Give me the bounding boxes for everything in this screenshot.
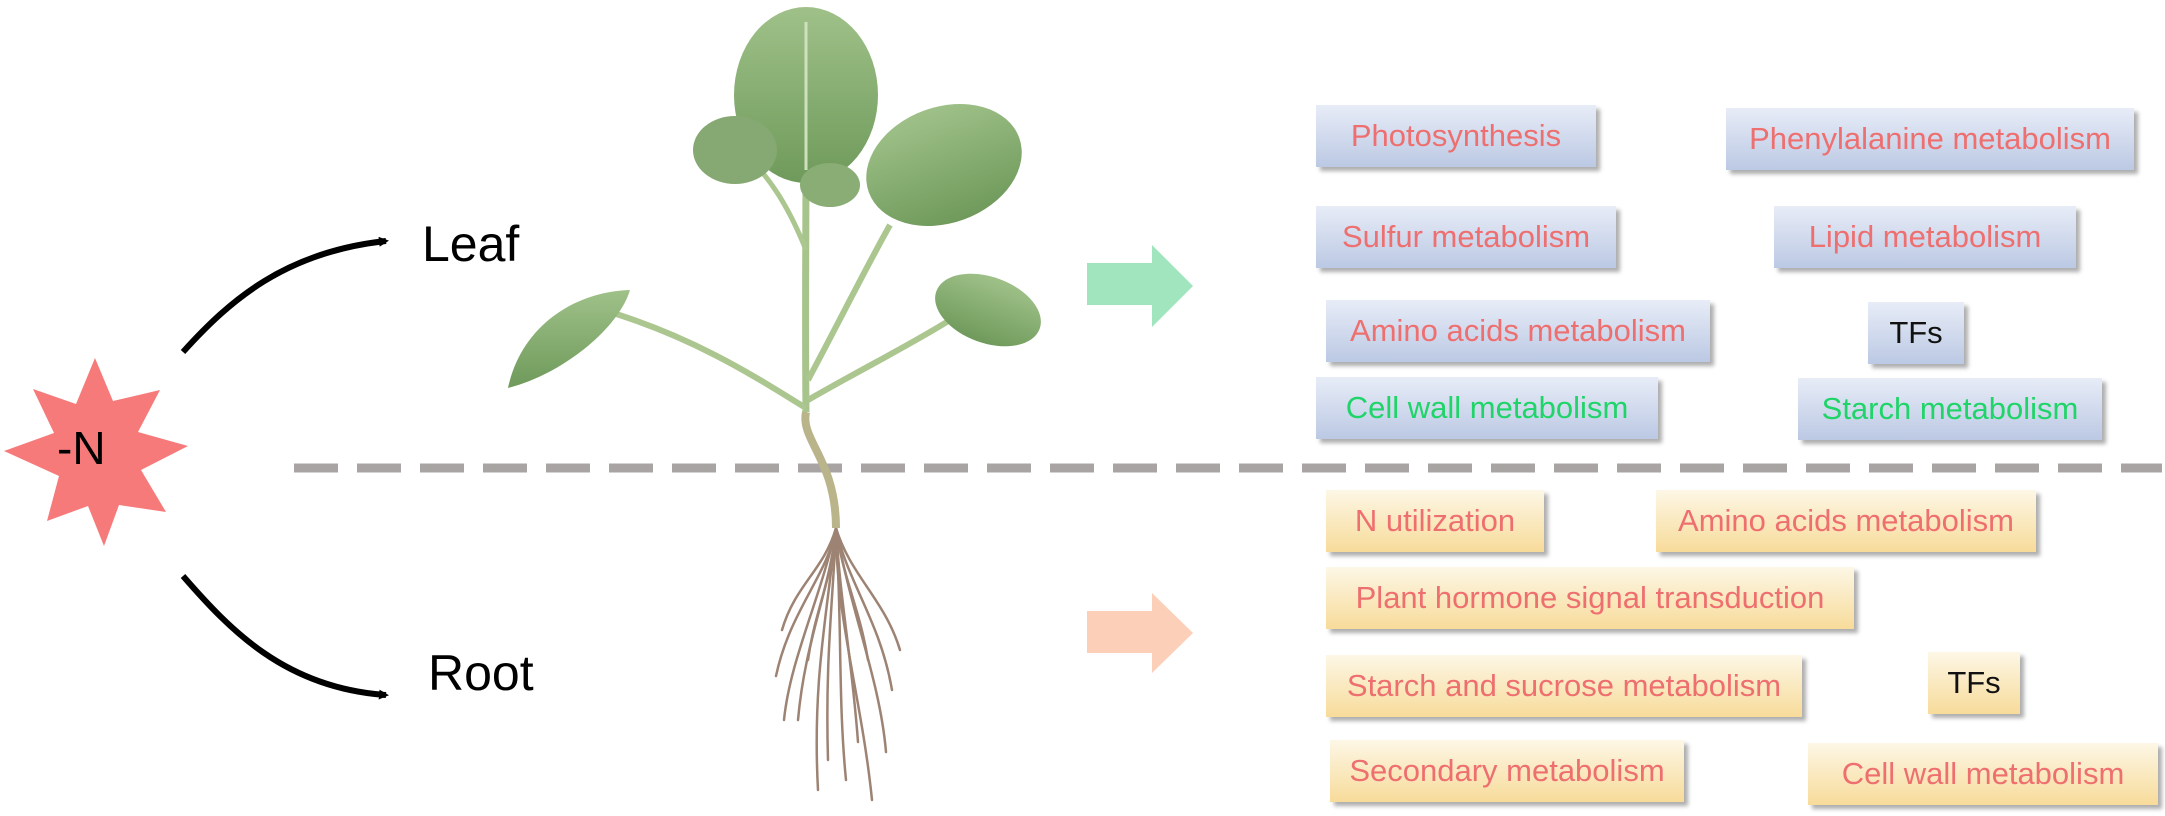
leaf-label: Leaf — [422, 216, 520, 272]
root-term-secondary: Secondary metabolism — [1330, 740, 1684, 802]
arrow-to-leaf — [180, 236, 389, 355]
leaf-term-phenylalanine: Phenylalanine metabolism — [1726, 108, 2134, 170]
root-term-starch-sucrose: Starch and sucrose metabolism — [1326, 655, 1802, 717]
root-term-n-utilization: N utilization — [1326, 490, 1544, 552]
leaf-term-photosynthesis: Photosynthesis — [1316, 105, 1596, 167]
root-term-hormone: Plant hormone signal transduction — [1326, 567, 1854, 629]
root-term-tfs: TFs — [1928, 652, 2020, 714]
leaf-term-cell-wall: Cell wall metabolism — [1316, 377, 1658, 439]
root-result-arrow — [1087, 593, 1193, 673]
root-label: Root — [428, 645, 534, 701]
leaf-result-arrow — [1087, 245, 1193, 327]
leaf-term-sulfur: Sulfur metabolism — [1316, 206, 1616, 268]
leaf-term-starch: Starch metabolism — [1798, 378, 2102, 440]
plant-illustration — [508, 7, 1041, 802]
root-term-amino-acids: Amino acids metabolism — [1656, 490, 2036, 552]
leaf-term-tfs: TFs — [1868, 302, 1964, 364]
leaf-term-amino-acids: Amino acids metabolism — [1326, 300, 1710, 362]
root-system — [774, 526, 902, 802]
arrow-to-root — [180, 574, 389, 700]
leaf-term-lipid: Lipid metabolism — [1774, 206, 2076, 268]
nitrogen-deficiency-burst — [4, 358, 188, 546]
stimulus-label: -N — [57, 422, 106, 474]
root-term-cell-wall: Cell wall metabolism — [1808, 743, 2158, 805]
